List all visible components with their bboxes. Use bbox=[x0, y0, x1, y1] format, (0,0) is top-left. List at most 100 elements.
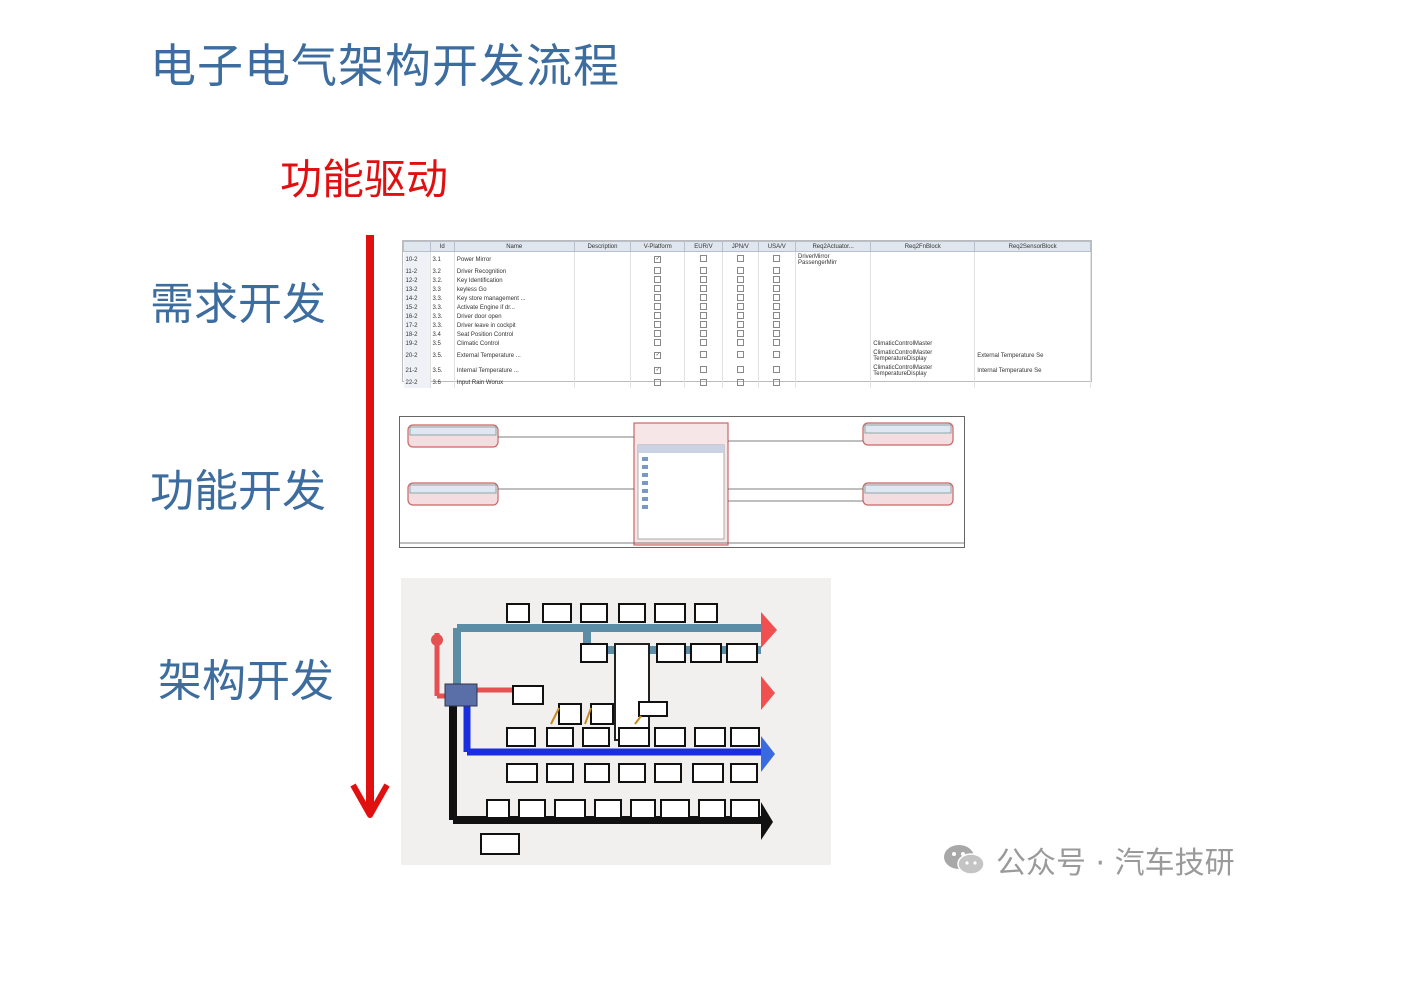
checkbox-icon bbox=[773, 366, 781, 374]
checkbox-icon bbox=[699, 255, 707, 263]
checkbox-icon bbox=[699, 330, 707, 338]
table-cell bbox=[630, 339, 685, 349]
stage-function-label: 功能开发 bbox=[150, 466, 326, 517]
table-cell: 3.3. bbox=[430, 321, 455, 331]
table-cell: Driver leave in cockpit bbox=[454, 321, 575, 331]
table-cell-item: DriverMirror bbox=[797, 253, 830, 260]
checkbox-icon bbox=[699, 303, 707, 311]
table-cell: 3.5 bbox=[430, 339, 455, 349]
table-cell-item: ClimaticControlMaster bbox=[873, 349, 933, 356]
table-cell bbox=[574, 276, 632, 286]
table-header-cell: V-Platform bbox=[630, 241, 685, 252]
table-cell-item: ClimaticControlMaster bbox=[873, 340, 933, 347]
table-cell: Driver door open bbox=[454, 312, 575, 322]
table-cell bbox=[722, 330, 759, 340]
checkbox-icon bbox=[736, 276, 744, 284]
checkbox-icon bbox=[654, 330, 662, 338]
table-cell bbox=[722, 312, 759, 322]
architecture-topology-screenshot bbox=[401, 578, 831, 865]
checkbox-icon bbox=[654, 267, 662, 275]
checkbox-icon bbox=[654, 276, 662, 284]
table-cell bbox=[795, 294, 872, 304]
table-cell: 21-2 bbox=[403, 363, 431, 379]
table-cell bbox=[974, 330, 1091, 340]
checkbox-icon bbox=[773, 255, 781, 263]
table-cell bbox=[974, 294, 1091, 304]
table-cell bbox=[684, 312, 723, 322]
table-cell bbox=[684, 378, 723, 388]
table-cell: Activate Engine if dr... bbox=[454, 303, 575, 313]
checkbox-icon bbox=[736, 285, 744, 293]
checkbox-icon bbox=[699, 312, 707, 320]
table-cell bbox=[574, 330, 632, 340]
table-cell: ClimaticControlMaster bbox=[870, 339, 976, 349]
table-cell bbox=[795, 321, 872, 331]
table-cell bbox=[974, 285, 1091, 295]
table-cell bbox=[870, 312, 976, 322]
table-cell bbox=[974, 339, 1091, 349]
table-cell bbox=[795, 312, 872, 322]
table-cell: Key Identification bbox=[454, 276, 575, 286]
table-cell bbox=[574, 339, 632, 349]
table-cell: 3.2. bbox=[430, 276, 455, 286]
checkbox-icon bbox=[699, 339, 707, 347]
checkbox-icon bbox=[654, 294, 662, 302]
table-cell bbox=[795, 303, 872, 313]
checkbox-icon bbox=[736, 321, 744, 329]
table-cell bbox=[574, 285, 632, 295]
checkbox-icon bbox=[654, 285, 662, 293]
table-cell: 3.5. bbox=[430, 363, 455, 379]
table-cell: 17-2 bbox=[403, 321, 431, 331]
table-cell: Key store management ... bbox=[454, 294, 575, 304]
table-cell: 3.4 bbox=[430, 330, 455, 340]
checkbox-icon bbox=[773, 351, 781, 359]
table-cell bbox=[574, 363, 632, 379]
checkbox-icon bbox=[736, 378, 744, 386]
table-cell bbox=[758, 363, 796, 379]
table-cell bbox=[574, 378, 632, 388]
table-cell: 3.6 bbox=[430, 378, 455, 388]
page-title: 电子电气架构开发流程 bbox=[150, 39, 620, 93]
table-cell bbox=[795, 339, 872, 349]
table-cell bbox=[870, 294, 976, 304]
table-cell bbox=[722, 251, 759, 268]
table-cell: Power Mirror bbox=[454, 251, 575, 268]
table-cell: 22-2 bbox=[403, 378, 431, 388]
table-cell: Seat Position Control bbox=[454, 330, 575, 340]
table-cell: 11-2 bbox=[403, 267, 431, 277]
table-cell bbox=[758, 276, 796, 286]
checkbox-icon: ✓ bbox=[654, 367, 662, 375]
table-cell: 10-2 bbox=[403, 251, 431, 268]
checkbox-icon bbox=[773, 303, 781, 311]
checkbox-icon bbox=[699, 285, 707, 293]
timeline-arrow-icon bbox=[350, 235, 390, 818]
table-cell: External Temperature Se bbox=[974, 348, 1091, 364]
table-cell: 12-2 bbox=[403, 276, 431, 286]
table-cell: 3.3. bbox=[430, 303, 455, 313]
table-cell bbox=[758, 378, 796, 388]
checkbox-icon bbox=[699, 267, 707, 275]
checkbox-icon bbox=[773, 312, 781, 320]
stage-architecture-label: 架构开发 bbox=[158, 656, 334, 707]
table-cell bbox=[574, 321, 632, 331]
checkbox-icon bbox=[773, 321, 781, 329]
table-cell: Climatic Control bbox=[454, 339, 575, 349]
table-cell bbox=[630, 378, 685, 388]
table-cell bbox=[684, 251, 723, 268]
table-cell bbox=[974, 303, 1091, 313]
table-cell bbox=[870, 330, 976, 340]
table-cell-item: Internal Temperature Se bbox=[977, 367, 1042, 374]
table-cell bbox=[684, 303, 723, 313]
checkbox-icon bbox=[654, 312, 662, 320]
table-cell bbox=[722, 303, 759, 313]
table-cell bbox=[795, 285, 872, 295]
